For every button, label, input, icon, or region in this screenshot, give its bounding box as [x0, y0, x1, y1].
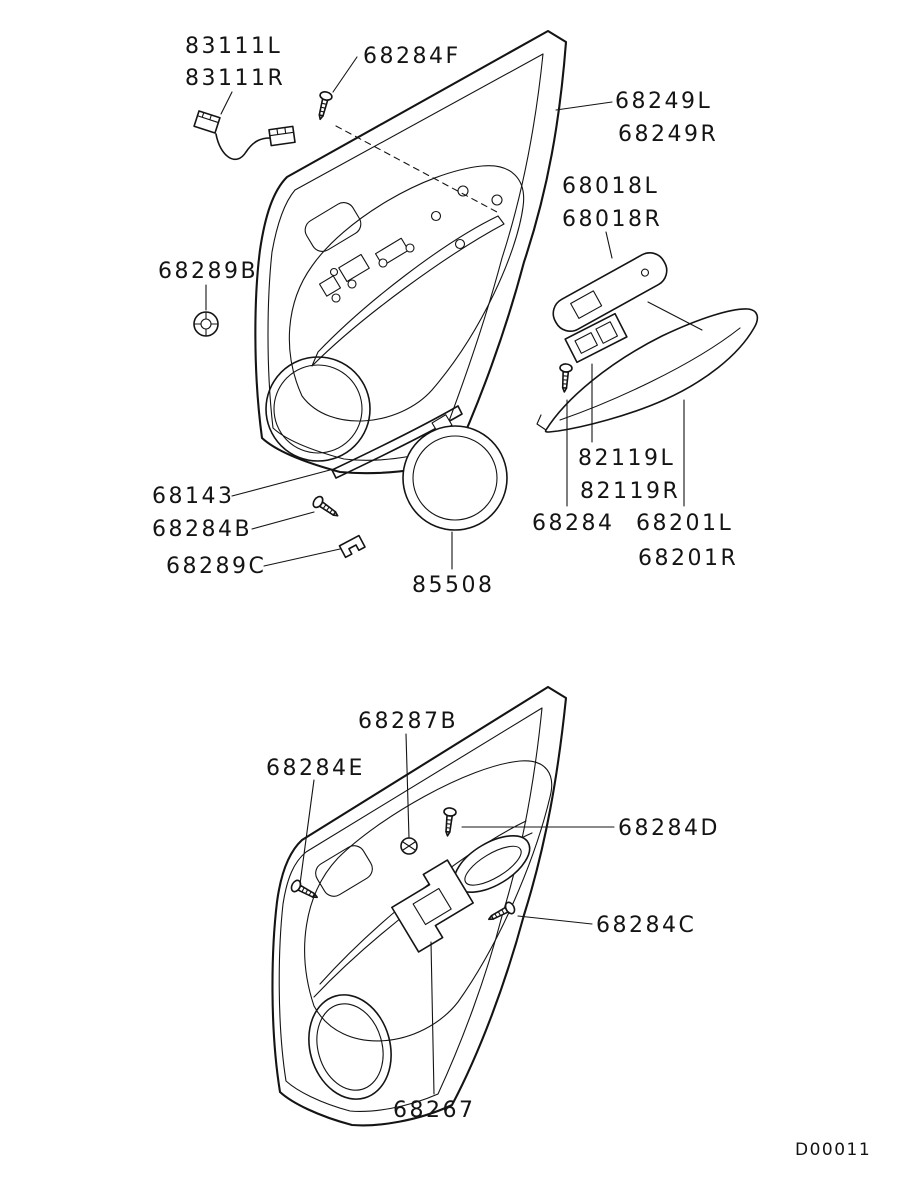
part-label-68143: 68143 — [152, 484, 235, 509]
door-trim-panel-upper — [254, 29, 568, 475]
part-label-68018r: 68018R — [562, 207, 662, 232]
part-label-68201l: 68201L — [636, 511, 733, 536]
switch-82119 — [564, 312, 628, 364]
part-label-68249l: 68249L — [615, 89, 712, 114]
part-label-82119l: 82119L — [578, 446, 675, 471]
screw-68284b — [310, 493, 342, 522]
part-label-82119r: 82119R — [580, 479, 680, 504]
part-label-68284b: 68284B — [152, 517, 252, 542]
part-label-68267: 68267 — [393, 1098, 476, 1123]
part-labels: 83111L 83111R 68284F 68249L 68249R 68018… — [152, 34, 871, 1160]
part-label-68284f: 68284F — [363, 44, 461, 69]
speaker-opening — [265, 356, 371, 462]
screw-68284f — [313, 89, 498, 213]
part-label-85508: 85508 — [412, 573, 495, 598]
part-label-68284d: 68284D — [618, 816, 720, 841]
switch-bezel-68018 — [552, 252, 668, 332]
screw-68284e — [288, 878, 321, 904]
part-label-83111l: 83111L — [185, 34, 282, 59]
diagram-code: D00011 — [795, 1140, 871, 1160]
part-label-68284e: 68284E — [266, 756, 365, 781]
part-label-83111r: 83111R — [185, 66, 285, 91]
harness-83111 — [193, 110, 296, 160]
speaker-cover-85508 — [402, 414, 508, 531]
lower-door-trim-assembly — [271, 685, 615, 1127]
window-cutout — [304, 202, 362, 252]
upper-door-trim-assembly — [193, 29, 759, 570]
panel-clips — [329, 185, 503, 303]
leader-lines-upper — [205, 56, 703, 570]
trim-strip-68143 — [331, 405, 463, 479]
leader-lines-lower — [299, 733, 615, 1095]
part-label-68284: 68284 — [532, 511, 615, 536]
part-label-68287b: 68287B — [358, 709, 458, 734]
part-label-68201r: 68201R — [638, 546, 738, 571]
clip-68287b — [400, 837, 418, 855]
part-label-68289b: 68289B — [158, 259, 258, 284]
part-label-68289c: 68289C — [166, 554, 266, 579]
window-cutout-lower — [315, 845, 373, 897]
grommet-68289b — [193, 311, 219, 337]
screw-68284d — [440, 806, 458, 838]
speaker-opening-lower — [308, 994, 392, 1100]
screw-68284 — [557, 362, 574, 394]
part-label-68018l: 68018L — [562, 174, 659, 199]
part-label-68284c: 68284C — [596, 913, 696, 938]
bracket-68267 — [391, 859, 474, 953]
clip-68289c — [338, 534, 366, 559]
part-label-68249r: 68249R — [618, 122, 718, 147]
